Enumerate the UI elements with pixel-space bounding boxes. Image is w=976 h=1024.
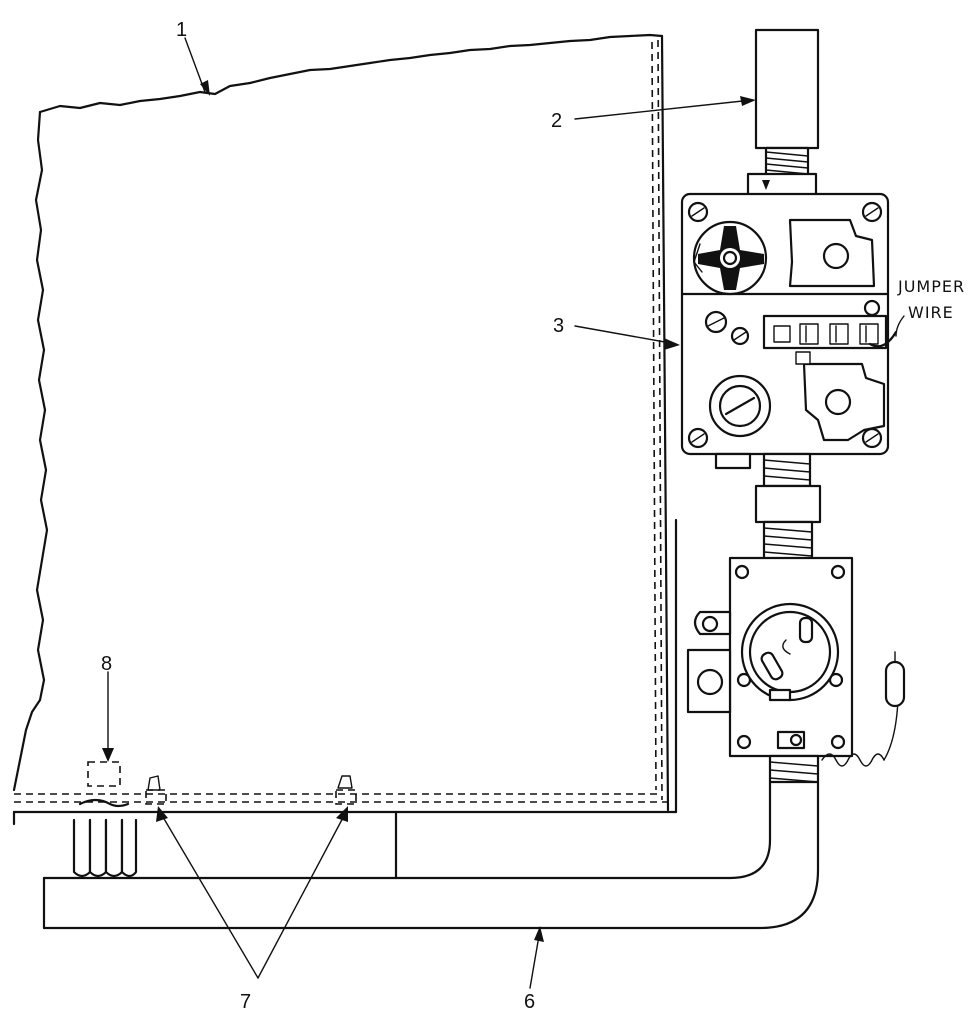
callout-7: 7 bbox=[240, 991, 251, 1013]
jumper-wire-leader bbox=[895, 315, 905, 337]
callout-3: 3 bbox=[553, 315, 564, 337]
gas-control-valve bbox=[680, 192, 898, 470]
terminal-strip bbox=[762, 299, 888, 350]
temperature-dial-icon bbox=[740, 602, 840, 702]
callout-6: 6 bbox=[524, 991, 535, 1013]
connector-fitting bbox=[754, 452, 822, 562]
jumper-label-line1: JUMPER bbox=[897, 277, 965, 296]
burner-manifold-tube bbox=[42, 754, 820, 930]
regulator-knob bbox=[708, 374, 772, 438]
housing-panel bbox=[12, 33, 678, 826]
jumper-label-line2: WIRE bbox=[908, 303, 954, 322]
mounting-screws bbox=[145, 775, 357, 805]
callout-8: 8 bbox=[101, 653, 112, 675]
pilot-assembly bbox=[72, 761, 138, 878]
inlet-pipe bbox=[746, 28, 820, 198]
inlet-pipe-threads bbox=[764, 146, 810, 178]
thermostat-control bbox=[686, 556, 854, 758]
jumper-wire bbox=[868, 330, 898, 348]
valve-screws bbox=[687, 201, 883, 449]
callout-2: 2 bbox=[551, 110, 562, 132]
control-knob-icon bbox=[692, 220, 768, 296]
leader-lines bbox=[102, 37, 905, 989]
thermocouple bbox=[821, 651, 906, 767]
callout-1: 1 bbox=[176, 19, 187, 41]
